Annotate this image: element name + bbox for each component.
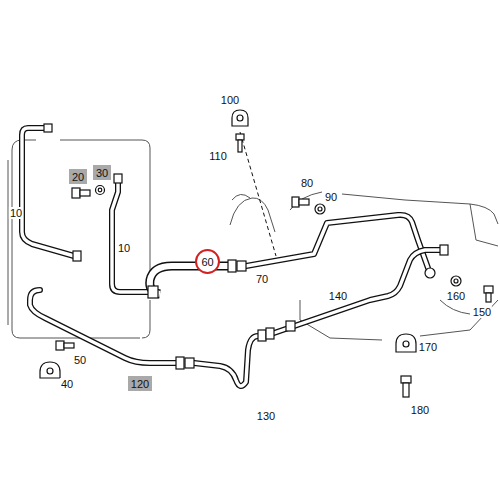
pipe-stroke bbox=[274, 250, 442, 333]
part-shape bbox=[98, 188, 102, 192]
highlight-box: 30 bbox=[93, 165, 111, 180]
callout-number: 50 bbox=[73, 354, 87, 366]
part-shape bbox=[484, 286, 493, 293]
part-shape bbox=[228, 260, 236, 272]
pipe-stroke bbox=[30, 290, 178, 363]
part-shape bbox=[318, 207, 322, 211]
callout-number: 140 bbox=[328, 290, 348, 302]
callout-number: 150 bbox=[472, 306, 492, 318]
part-shape bbox=[72, 188, 80, 198]
callout-number: 120 bbox=[131, 378, 149, 390]
part-shape bbox=[240, 132, 276, 256]
pipe-stroke bbox=[22, 128, 74, 256]
pipe-stroke bbox=[274, 250, 442, 333]
part-shape bbox=[315, 204, 325, 214]
pipe-stroke bbox=[30, 290, 178, 363]
part-shape bbox=[148, 286, 158, 298]
callout-number: 10 bbox=[117, 242, 131, 254]
callout-number: 20 bbox=[72, 171, 84, 183]
part-shape bbox=[47, 368, 53, 374]
pipe-stroke bbox=[112, 182, 148, 292]
part-shape bbox=[440, 245, 448, 255]
part-shape bbox=[486, 293, 491, 302]
part-shape bbox=[403, 383, 409, 397]
pipe-stroke bbox=[194, 336, 258, 386]
callout-number: 80 bbox=[300, 177, 314, 189]
part-shape bbox=[425, 268, 435, 278]
part-shape bbox=[230, 198, 498, 314]
part-shape bbox=[40, 362, 60, 378]
callout-number: 130 bbox=[256, 410, 276, 422]
part-shape bbox=[236, 134, 244, 140]
part-shape bbox=[299, 199, 309, 205]
callout-number: 100 bbox=[220, 94, 240, 106]
part-shape bbox=[8, 160, 150, 338]
part-shape bbox=[44, 124, 52, 132]
pipe-stroke bbox=[194, 336, 258, 386]
part-shape bbox=[266, 328, 274, 339]
part-shape bbox=[56, 341, 64, 350]
callout-number: 70 bbox=[255, 273, 269, 285]
callout-number: 90 bbox=[324, 191, 338, 203]
callout-number: 60 bbox=[201, 256, 213, 268]
part-shape bbox=[64, 343, 74, 348]
part-shape bbox=[114, 174, 122, 183]
pipe-stroke bbox=[22, 128, 74, 256]
callout-number: 40 bbox=[60, 378, 74, 390]
pipe-stroke bbox=[246, 215, 428, 268]
callout-number: 170 bbox=[418, 341, 438, 353]
part-shape bbox=[185, 358, 194, 368]
part-shape bbox=[454, 279, 458, 283]
part-shape bbox=[237, 115, 243, 121]
part-shape bbox=[238, 140, 242, 152]
part-shape bbox=[176, 357, 184, 369]
highlight-box: 20 bbox=[69, 169, 87, 184]
part-shape bbox=[401, 376, 411, 383]
part-shape bbox=[286, 321, 295, 331]
part-shape bbox=[292, 197, 299, 207]
callout-number: 180 bbox=[410, 404, 430, 416]
pipe-stroke bbox=[112, 182, 148, 292]
part-shape bbox=[73, 251, 81, 261]
part-shape bbox=[80, 190, 90, 196]
part-shape bbox=[403, 341, 409, 347]
part-shape bbox=[237, 261, 246, 271]
part-shape bbox=[96, 186, 105, 195]
highlight-box: 120 bbox=[128, 376, 152, 391]
callout-number: 30 bbox=[96, 167, 108, 179]
part-shape bbox=[232, 110, 248, 126]
part-shape bbox=[451, 276, 461, 286]
part-shape bbox=[258, 330, 266, 341]
part-shape bbox=[396, 334, 416, 352]
pipe-stroke bbox=[246, 215, 428, 268]
highlight-circle: 60 bbox=[195, 249, 220, 274]
callout-number: 160 bbox=[446, 290, 466, 302]
callout-number: 10 bbox=[9, 207, 23, 219]
callout-number: 110 bbox=[208, 150, 228, 162]
